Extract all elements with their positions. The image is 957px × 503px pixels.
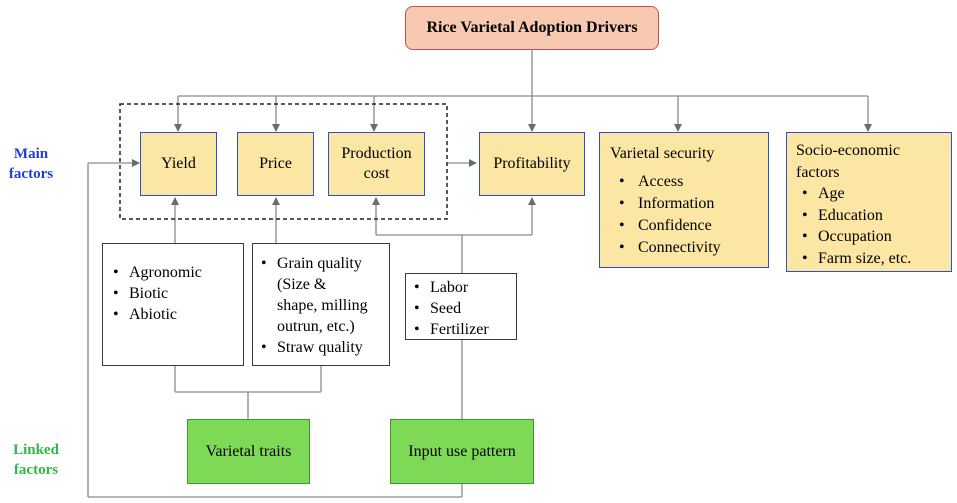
main-factors-label: Main factors (0, 144, 62, 184)
linked-factors-label: Linked factors (0, 440, 72, 480)
linked-factors-label-line2: factors (13, 462, 59, 478)
price-trait-text-line3: shape, milling (277, 297, 368, 314)
production-cost-label-line1: Production (341, 145, 412, 162)
price-traits-box: Grain quality (Size & shape, milling out… (252, 243, 390, 366)
socio-economic-item: Occupation (796, 226, 945, 248)
main-factors-label-line1: Main (13, 146, 49, 162)
yield-trait-item: Abiotic (107, 304, 239, 325)
varietal-traits-box: Varietal traits (187, 419, 310, 484)
socio-economic-title-line1: Socio-economic (796, 142, 900, 159)
price-trait-text-line2: (Size & (277, 276, 327, 293)
socio-economic-list: Age Education Occupation Farm size, etc. (796, 183, 945, 269)
yield-trait-item: Biotic (107, 283, 239, 304)
price-trait-item: Grain quality (Size & shape, milling out… (255, 253, 387, 337)
yield-traits-box: Agronomic Biotic Abiotic (102, 243, 244, 366)
varietal-security-list: Access Information Confidence Connectivi… (610, 171, 762, 259)
price-trait-text-line1: Grain quality (277, 255, 362, 272)
varietal-security-title: Varietal security (610, 145, 715, 162)
price-traits-list: Grain quality (Size & shape, milling out… (255, 253, 387, 358)
diagram-title: Rice Varietal Adoption Drivers (426, 19, 638, 36)
input-item: Seed (408, 298, 514, 319)
yield-label: Yield (161, 155, 196, 172)
input-item: Labor (408, 277, 514, 298)
inputs-box: Labor Seed Fertilizer (405, 273, 517, 340)
input-item: Fertilizer (408, 319, 514, 340)
input-use-pattern-label: Input use pattern (408, 442, 516, 460)
socio-economic-title-line2: factors (796, 163, 840, 181)
socio-economic-item: Age (796, 183, 945, 205)
linked-factors-label-line1: Linked (13, 442, 59, 458)
price-box: Price (237, 132, 314, 196)
varietal-security-item: Access (610, 171, 762, 193)
price-label: Price (259, 155, 292, 172)
varietal-security-item: Confidence (610, 215, 762, 237)
profitability-label: Profitability (493, 155, 571, 172)
profitability-box: Profitability (479, 132, 585, 196)
socio-economic-item: Farm size, etc. (796, 248, 945, 270)
varietal-security-item: Information (610, 193, 762, 215)
input-use-pattern-box: Input use pattern (390, 419, 534, 484)
main-factors-label-line2: factors (8, 166, 54, 182)
inputs-list: Labor Seed Fertilizer (408, 277, 514, 340)
varietal-security-box: Varietal security Access Information Con… (599, 132, 769, 268)
varietal-security-item: Connectivity (610, 237, 762, 259)
yield-trait-item: Agronomic (107, 262, 239, 283)
production-cost-box: Production cost (328, 132, 425, 196)
production-cost-label-line2: cost (363, 165, 390, 182)
main-factors-dashed-group (119, 103, 448, 220)
socio-economic-item: Education (796, 205, 945, 227)
diagram-title-box: Rice Varietal Adoption Drivers (405, 6, 659, 50)
yield-traits-list: Agronomic Biotic Abiotic (107, 262, 239, 325)
socio-economic-box: Socio-economic factors Age Education Occ… (786, 132, 952, 272)
varietal-traits-label: Varietal traits (205, 442, 292, 460)
yield-box: Yield (140, 132, 217, 196)
price-trait-text-line4: outrun, etc.) (277, 318, 355, 335)
price-trait-item: Straw quality (255, 337, 387, 358)
